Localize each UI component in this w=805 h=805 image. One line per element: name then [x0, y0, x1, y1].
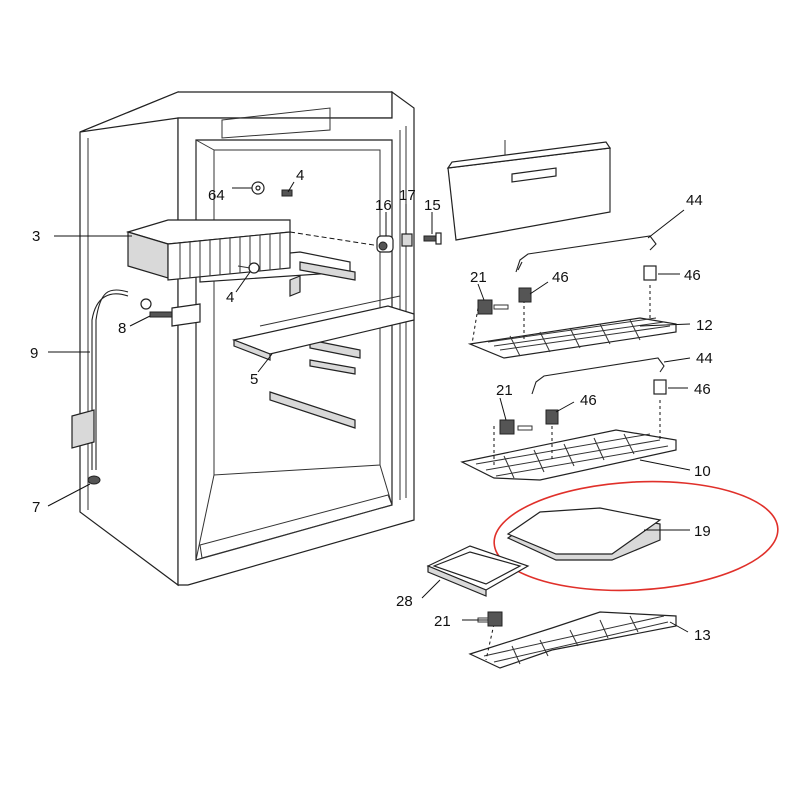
callout-12: 12	[696, 317, 713, 334]
callout-7: 7	[32, 499, 40, 516]
part-19-glass-plate	[506, 507, 662, 561]
callout-5: 5	[250, 371, 258, 388]
part-21-clip-upper	[477, 299, 509, 315]
part-16-knob	[376, 235, 394, 253]
callout-44-lower: 44	[696, 350, 713, 367]
part-10-wire-shelf	[460, 400, 677, 481]
callout-8: 8	[118, 320, 126, 337]
callout-46-upper-right: 46	[684, 267, 701, 284]
callout-4-lower: 4	[226, 289, 234, 306]
part-9-hose	[71, 289, 129, 470]
callout-13: 13	[694, 627, 711, 644]
part-46-clip-lower-right	[653, 379, 667, 395]
part-19-highlight-ring	[493, 480, 779, 592]
leader-lines	[47, 181, 691, 633]
part-46-clip-upper-left	[518, 287, 532, 303]
callout-46-lower-right: 46	[694, 381, 711, 398]
part-44-wire-upper	[515, 235, 657, 273]
callout-21-middle: 21	[496, 382, 513, 399]
part-8-bracket	[140, 298, 201, 327]
callout-9: 9	[30, 345, 38, 362]
callout-46-lower-left: 46	[580, 392, 597, 409]
door-panel	[446, 140, 612, 241]
callout-44-upper: 44	[686, 192, 703, 209]
part-17-spring	[401, 233, 413, 247]
part-12-wire-shelf	[467, 285, 677, 359]
callout-4-top: 4	[296, 167, 304, 184]
callout-3: 3	[32, 228, 40, 245]
callout-16: 16	[375, 197, 392, 214]
part-5-bracket	[231, 295, 415, 361]
callout-19: 19	[694, 523, 711, 540]
callout-17: 17	[399, 187, 416, 204]
part-21-clip-lower	[499, 419, 533, 435]
part-15-screw	[423, 232, 442, 245]
part-46-clip-lower-left	[545, 409, 559, 425]
part-4-screw-lower	[237, 262, 260, 274]
part-44-wire-lower	[531, 357, 665, 395]
callout-64: 64	[208, 187, 225, 204]
callout-21-bottom: 21	[434, 613, 451, 630]
callout-21-upper: 21	[470, 269, 487, 286]
part-64-washer	[251, 181, 265, 195]
part-4-screw-top	[281, 189, 293, 197]
part-28-tray	[426, 545, 530, 597]
callout-15: 15	[424, 197, 441, 214]
callout-46-upper-left: 46	[552, 269, 569, 286]
part-13-wire-shelf	[468, 611, 677, 669]
part-21-clip-bottom	[477, 611, 503, 627]
part-46-clip-upper-right	[643, 265, 657, 281]
part-7-foot	[87, 475, 101, 485]
callout-28: 28	[396, 593, 413, 610]
callout-10: 10	[694, 463, 711, 480]
